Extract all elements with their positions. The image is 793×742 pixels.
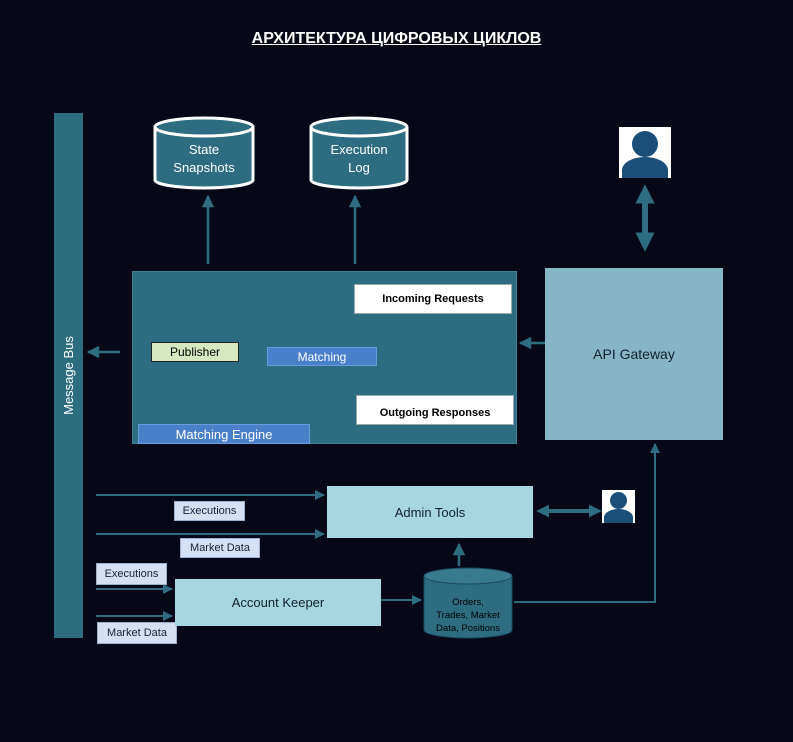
incoming-requests-box: Incoming Requests [354,284,512,314]
message-bus [54,113,83,638]
state-snapshots-line-1: State [188,142,220,157]
matching-box: Matching [267,347,377,366]
orders-db-cylinder [423,567,513,639]
orders-db-line-2: Trades, Market [436,610,500,621]
state-snapshots-label: State Snapshots [155,141,253,177]
user-avatar-icon [619,127,671,178]
execution-log-cylinder [309,116,409,190]
state-snapshots-cylinder [153,116,255,190]
api-gateway-box: API Gateway [545,268,723,440]
admin-executions-tag: Executions [174,501,245,521]
account-keeper-box: Account Keeper [175,579,381,626]
message-bus-label: Message Bus [61,336,77,415]
state-snapshots-line-2: Snapshots [173,160,235,175]
execution-log-line-1: Execution [330,142,388,157]
execution-log-label: Execution Log [311,141,407,177]
keeper-market-data-tag: Market Data [97,622,177,644]
orders-db-line-1: Orders, [452,597,484,608]
publisher-box: Publisher [151,342,239,362]
admin-tools-box: Admin Tools [327,486,533,538]
keeper-executions-tag: Executions [96,563,167,585]
arrow-db-to-gateway [514,443,660,603]
diagram-title: АРХИТЕКТУРА ЦИФРОВЫХ ЦИКЛОВ [251,30,542,47]
matching-engine-label: Matching Engine [138,424,310,444]
execution-log-line-2: Log [348,160,370,175]
message-bus-label-wrapper: Message Bus [54,113,83,638]
orders-db-label: Orders, Trades, Market Data, Positions [424,596,512,635]
admin-market-data-tag: Market Data [180,538,260,558]
outgoing-responses-box: Outgoing Responses [356,395,514,425]
orders-db-line-3: Data, Positions [436,623,500,634]
admin-avatar-icon [602,490,635,523]
